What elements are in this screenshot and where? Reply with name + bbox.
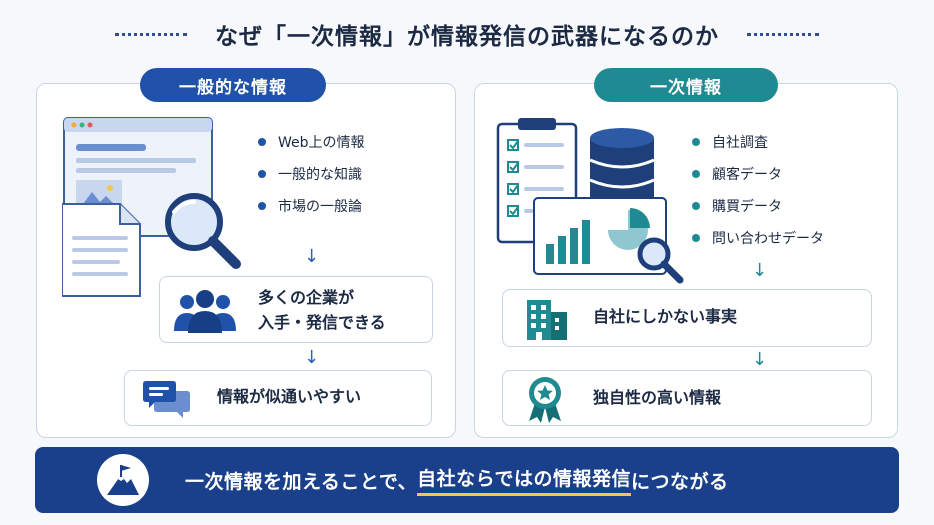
arrow-down-icon: ↓ <box>304 246 320 267</box>
primary-info-heading: 一次情報 <box>594 68 778 102</box>
document-icon <box>62 203 141 297</box>
title-row: なぜ「一次情報」が情報発信の武器になるのか <box>0 14 934 54</box>
building-icon <box>527 300 567 340</box>
magnifier-icon <box>165 193 241 269</box>
general-info-illustration <box>62 117 241 297</box>
database-icon <box>589 128 655 208</box>
bullet-dot <box>692 170 700 178</box>
list-item: 購買データ <box>692 190 824 222</box>
bullet-dot <box>692 234 700 242</box>
list-item: 顧客データ <box>692 158 824 190</box>
unique-facts-box: 自社にしかない事実 <box>502 289 872 347</box>
list-item: 問い合わせデータ <box>692 222 824 254</box>
general-info-bullets: Web上の情報 一般的な知識 市場の一般論 <box>258 126 365 222</box>
award-badge-icon <box>529 377 561 423</box>
similar-info-text: 情報が似通いやすい <box>217 387 362 406</box>
unique-info-box: 独自性の高い情報 <box>502 370 872 426</box>
list-item: 市場の一般論 <box>258 190 365 222</box>
list-item: Web上の情報 <box>258 126 365 158</box>
people-group-icon <box>174 290 236 333</box>
arrow-down-icon: ↓ <box>752 260 768 281</box>
chart-report-icon <box>533 197 684 284</box>
similar-info-box: 情報が似通いやすい <box>124 370 432 426</box>
arrow-down-icon: ↓ <box>752 349 768 370</box>
arrow-down-icon: ↓ <box>304 347 320 368</box>
unique-facts-text: 自社にしかない事実 <box>593 307 738 326</box>
list-item: 自社調査 <box>692 126 824 158</box>
page-title: なぜ「一次情報」が情報発信の武器になるのか <box>215 24 719 50</box>
primary-info-bullets: 自社調査 顧客データ 購買データ 問い合わせデータ <box>692 126 824 254</box>
bullet-dot <box>692 138 700 146</box>
title-dots-left <box>115 32 187 36</box>
conclusion-banner: 一次情報を加えることで、自社ならではの情報発信につながる <box>35 447 899 513</box>
bullet-dot <box>258 202 266 210</box>
title-dots-right <box>747 32 819 36</box>
widely-available-box: 多くの企業が 入手・発信できる <box>159 276 433 343</box>
mountain-flag-icon <box>107 465 139 495</box>
chat-bubbles-icon <box>143 381 190 418</box>
bullet-dot <box>258 138 266 146</box>
bullet-dot <box>692 202 700 210</box>
list-item: 一般的な知識 <box>258 158 365 190</box>
widely-available-text: 多くの企業が 入手・発信できる <box>258 288 386 332</box>
bullet-dot <box>258 170 266 178</box>
conclusion-text: 一次情報を加えることで、自社ならではの情報発信につながる <box>185 447 729 513</box>
primary-info-illustration <box>496 118 684 284</box>
mountain-flag-badge <box>97 454 149 506</box>
general-info-heading: 一般的な情報 <box>140 68 326 102</box>
conclusion-highlight: 自社ならではの情報発信 <box>417 464 632 496</box>
unique-info-text: 独自性の高い情報 <box>593 388 722 407</box>
